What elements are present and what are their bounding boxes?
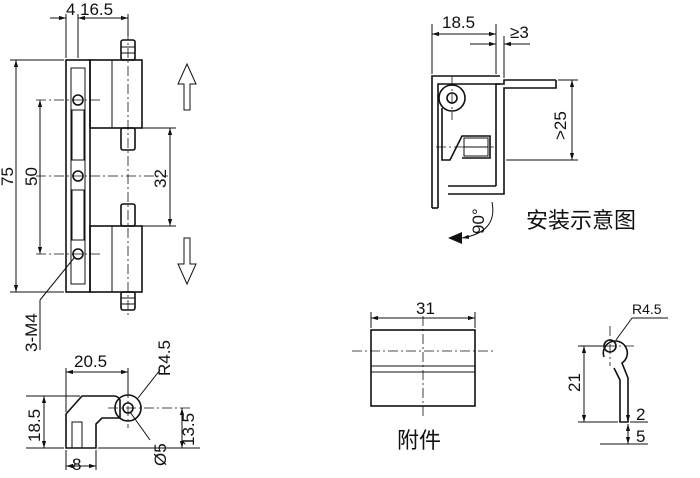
accessory-dim-width: 31 xyxy=(416,299,435,318)
side-view: 20.5 18.5 R4.5 Ø5 13.5 8 xyxy=(25,340,200,474)
accessory-caption: 附件 xyxy=(397,429,441,454)
clip-dim-thickness: 2 xyxy=(636,405,645,424)
clip-dim-height: 21 xyxy=(565,373,584,392)
arrow-down-icon xyxy=(177,237,197,286)
front-view: 4 16.5 75 50 32 3-M4 xyxy=(0,0,197,352)
accessory-block: 31 附件 xyxy=(352,299,494,454)
side-dim-radius: R4.5 xyxy=(155,340,174,376)
front-note-holes: 3-M4 xyxy=(22,313,41,352)
side-dim-base: 8 xyxy=(72,455,81,474)
front-dim-top-a: 4 xyxy=(66,0,75,19)
front-dim-top-b: 16.5 xyxy=(80,0,113,19)
install-dim-depth: >25 xyxy=(551,111,570,140)
install-caption: 安装示意图 xyxy=(526,209,636,234)
clip-dim-radius: R4.5 xyxy=(632,301,662,317)
side-dim-hole: Ø5 xyxy=(151,443,170,466)
install-dim-gap: ≥3 xyxy=(510,23,529,42)
front-dim-center: 32 xyxy=(151,169,170,188)
install-dim-width: 18.5 xyxy=(442,13,475,32)
side-dim-axis-height: 13.5 xyxy=(179,413,198,446)
front-dim-overall: 75 xyxy=(0,167,17,186)
clip-dim-offset: 5 xyxy=(636,427,645,446)
rotation-arrow-icon xyxy=(448,232,462,244)
arrow-up-icon xyxy=(177,62,197,111)
side-dim-width: 20.5 xyxy=(74,352,107,371)
install-view: 18.5 ≥3 >25 90° 安装示意图 xyxy=(431,13,636,244)
front-dim-inner: 50 xyxy=(22,167,41,186)
side-dim-height: 18.5 xyxy=(25,409,44,442)
install-dim-angle: 90° xyxy=(469,208,488,234)
accessory-clip: R4.5 21 2 5 xyxy=(565,301,668,446)
